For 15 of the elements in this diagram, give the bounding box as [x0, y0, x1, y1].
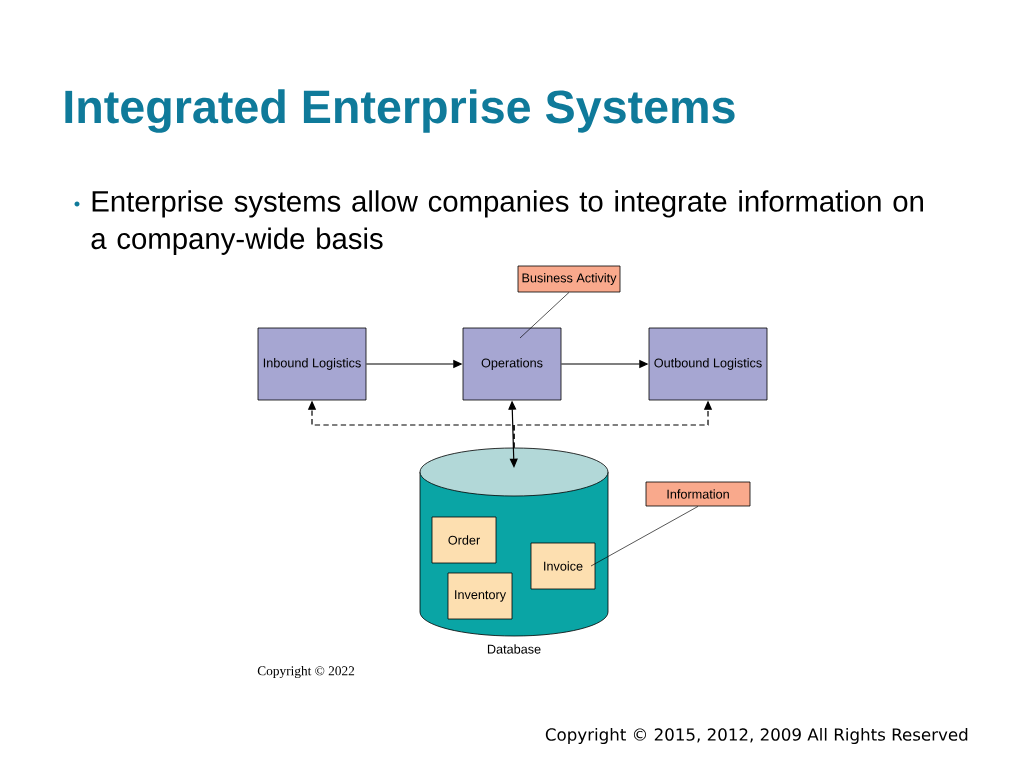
process-box: Inbound Logistics — [257, 327, 367, 401]
bullet-text: Enterprise systems allow companies to integrate information on a company-wide basis — [91, 190, 923, 255]
copyright-note: Copyright © 2015, 2012, 2009 All Rights Reserved — [545, 727, 968, 745]
callout-box: Information — [645, 481, 751, 507]
leader-line — [590, 506, 699, 567]
process-box: Operations — [462, 327, 562, 401]
process-box: Outbound Logistics — [648, 327, 768, 401]
node-label: Database — [487, 644, 541, 654]
leader-line — [519, 292, 570, 339]
record-box: Inventory — [447, 572, 513, 620]
copyright-note: Copyright © 2022 — [257, 665, 355, 679]
record-box: Order — [431, 516, 497, 564]
record-box: Invoice — [530, 542, 596, 590]
title: Integrated Enterprise Systems — [65, 89, 735, 133]
callout-box: Business Activity — [517, 265, 621, 293]
